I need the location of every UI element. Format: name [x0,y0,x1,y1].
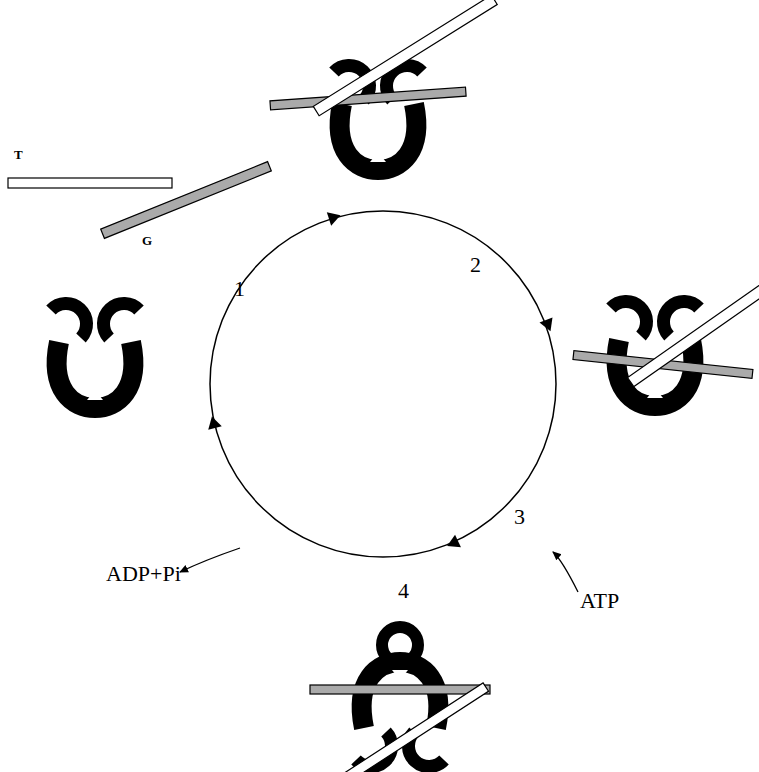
adp-arrow [180,548,240,572]
cycle-arrowheads [205,209,557,553]
output-label: ADP+Pi [106,563,181,585]
enzyme-g-bound [334,65,422,170]
t-segment [628,280,759,387]
cycle-circle [210,211,556,557]
step-number: 1 [234,278,245,300]
g-segment [270,87,466,110]
atp-arrow [553,552,578,592]
g-segment [310,685,490,694]
t-segment [336,683,488,772]
step-number: 4 [398,580,409,602]
g-segment [101,162,272,239]
input-label: ATP [580,590,619,612]
t-segment [8,178,172,188]
step-number: 3 [514,506,525,528]
enzyme-open [51,303,139,408]
t-segment [313,0,497,116]
step-number: 2 [470,254,481,276]
segment-letter: T [14,148,23,161]
enzyme-t-captured [611,301,699,406]
segment-letter: G [142,234,152,247]
